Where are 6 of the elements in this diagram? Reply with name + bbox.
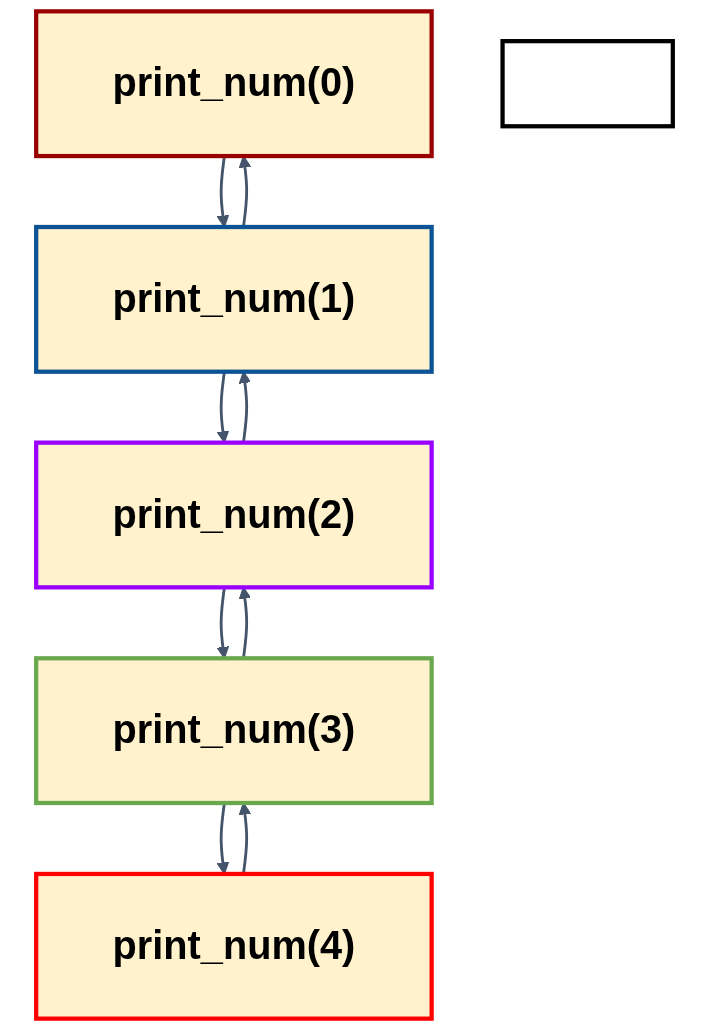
node-box: print_num(2): [34, 440, 434, 590]
node-box: print_num(0): [34, 9, 434, 159]
node-box: [500, 39, 675, 129]
node-box: print_num(4): [34, 871, 434, 1021]
node-box: print_num(1): [34, 224, 434, 374]
node-box: print_num(3): [34, 656, 434, 806]
